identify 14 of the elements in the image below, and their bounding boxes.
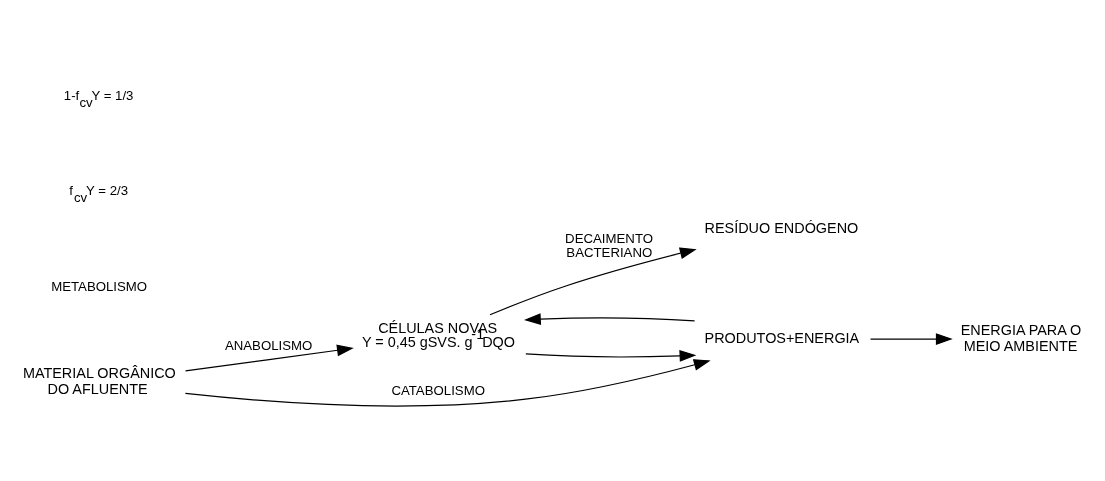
edge-label: CATABOLISMO xyxy=(391,382,485,398)
node-text: RESÍDUO ENDÓGENO xyxy=(704,219,859,236)
node-text: ENERGIA PARA O MEIO AMBIENTE xyxy=(960,321,1082,354)
arrow xyxy=(489,247,697,315)
node-text: MATERIAL ORGÂNICO DO AFLUENTE xyxy=(22,364,176,397)
edge-label: ANABOLISMO xyxy=(224,337,313,353)
edge-label: DECAIMENTO BACTERIANO xyxy=(565,230,654,260)
arrow xyxy=(524,312,696,325)
node-text: PRODUTOS+ENERGIA xyxy=(704,329,860,346)
label: METABOLISMO xyxy=(51,278,148,294)
arrow xyxy=(184,358,711,406)
arrow xyxy=(525,349,697,362)
arrow xyxy=(184,343,354,371)
arrow xyxy=(869,332,953,345)
